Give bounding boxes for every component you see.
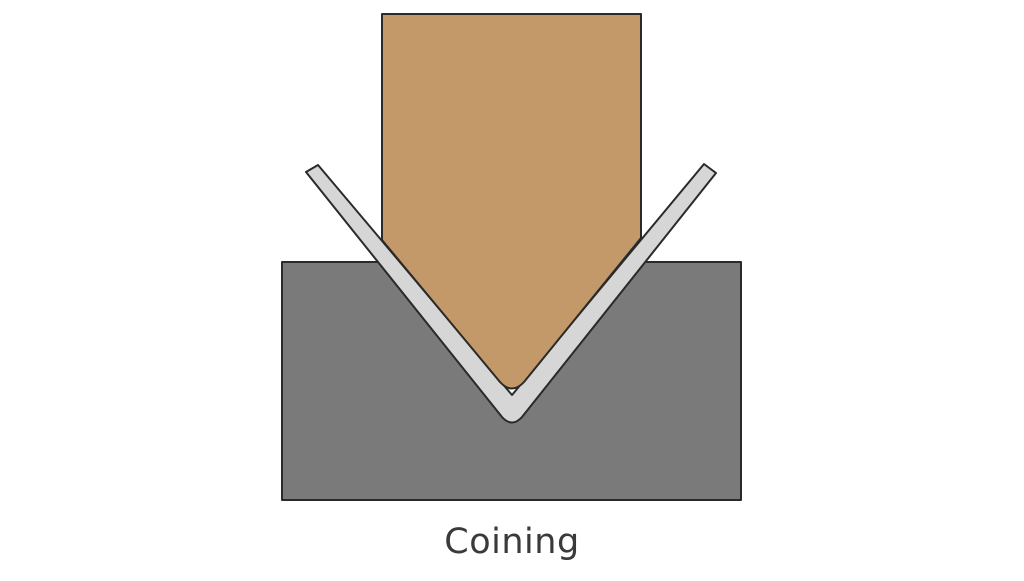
punch [381,13,642,390]
diagram-caption: Coining [444,522,580,562]
sheet-metal [305,163,717,424]
